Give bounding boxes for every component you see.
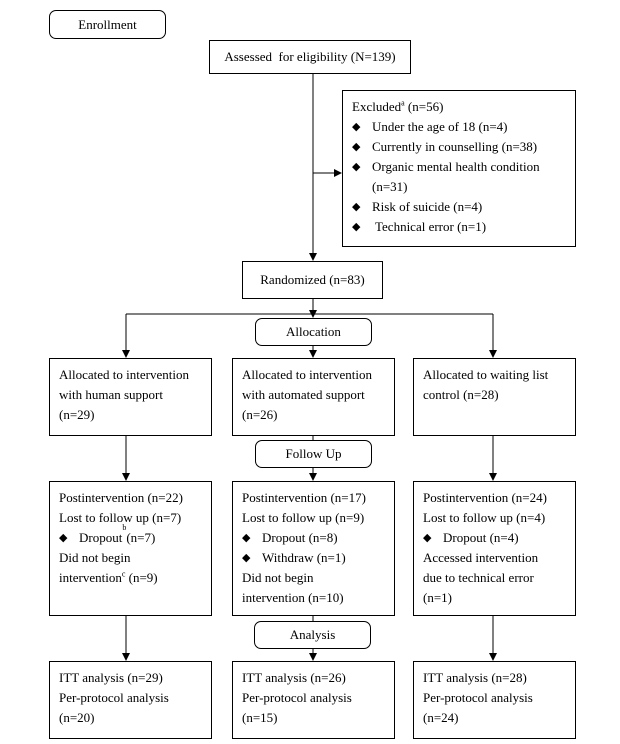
analysis-human-box: ITT analysis (n=29) Per-protocol analysi… bbox=[49, 661, 212, 739]
bullet-icon: ◆ bbox=[352, 161, 361, 173]
bullet-icon: ◆ bbox=[242, 552, 251, 564]
text-line: ITT analysis (n=29) bbox=[59, 670, 163, 685]
allocated-waiting-box: Allocated to waiting list control (n=28) bbox=[413, 358, 576, 436]
followup-automated-box: Postintervention (n=17) Lost to follow u… bbox=[232, 481, 395, 616]
text-line: control (n=28) bbox=[423, 387, 499, 402]
text-line: (n=29) bbox=[59, 407, 95, 422]
enrollment-text: Enrollment bbox=[78, 17, 137, 32]
text-line: Did not begin bbox=[242, 570, 314, 585]
allocated-automated-box: Allocated to intervention with automated… bbox=[232, 358, 395, 436]
text-line: (n=20) bbox=[59, 710, 95, 725]
excluded-item-age: ◆Under the age of 18 (n=4) bbox=[352, 117, 567, 137]
text-line: Postintervention (n=24) bbox=[423, 490, 547, 505]
text-line: Per-protocol analysis bbox=[242, 690, 352, 705]
text-line: (n=1) bbox=[423, 590, 452, 605]
text-line: Lost to follow up (n=7) bbox=[59, 510, 182, 525]
text-line: Allocated to intervention bbox=[59, 367, 189, 382]
allocated-human-box: Allocated to intervention with human sup… bbox=[49, 358, 212, 436]
bullet-icon: ◆ bbox=[352, 141, 361, 153]
text-line: ITT analysis (n=26) bbox=[242, 670, 346, 685]
bullet-icon: ◆ bbox=[352, 121, 361, 133]
withdraw-item: ◆Withdraw (n=1) bbox=[242, 548, 386, 568]
bullet-icon: ◆ bbox=[423, 532, 432, 544]
excluded-item-organic: ◆Organic mental health condition bbox=[352, 157, 567, 177]
text-line: Did not begin bbox=[59, 550, 131, 565]
text-line: Allocated to intervention bbox=[242, 367, 372, 382]
analysis-text: Analysis bbox=[289, 627, 336, 642]
text-line: Postintervention (n=22) bbox=[59, 490, 183, 505]
excluded-item-suicide: ◆Risk of suicide (n=4) bbox=[352, 197, 567, 217]
text-line: Allocated to waiting list bbox=[423, 367, 549, 382]
bullet-icon: ◆ bbox=[352, 221, 361, 233]
allocation-text: Allocation bbox=[286, 324, 341, 339]
text-line: due to technical error bbox=[423, 570, 534, 585]
bullet-icon: ◆ bbox=[242, 532, 251, 544]
text-line: Lost to follow up (n=4) bbox=[423, 510, 546, 525]
text-line: Postintervention (n=17) bbox=[242, 490, 366, 505]
excluded-title: Excludeda (n=56) bbox=[352, 98, 444, 114]
excluded-box: Excludeda (n=56) ◆Under the age of 18 (n… bbox=[342, 90, 576, 247]
excluded-item-organic-count: (n=31) bbox=[372, 179, 408, 194]
text-line: with human support bbox=[59, 387, 163, 402]
assessed-box: Assessed for eligibility (N=139) bbox=[209, 40, 411, 74]
text-line: Accessed intervention bbox=[423, 550, 539, 565]
bullet-icon: ◆ bbox=[352, 201, 361, 213]
assessed-text: Assessed for eligibility (N=139) bbox=[224, 49, 396, 64]
text-line: Per-protocol analysis bbox=[59, 690, 169, 705]
text-line: Per-protocol analysis bbox=[423, 690, 533, 705]
analysis-automated-box: ITT analysis (n=26) Per-protocol analysi… bbox=[232, 661, 395, 739]
dropout-item: ◆Dropout (n=8) bbox=[242, 528, 386, 548]
text-line: (n=26) bbox=[242, 407, 278, 422]
dropout-item: ◆Dropout (n=4) bbox=[423, 528, 567, 548]
bullet-icon: ◆ bbox=[59, 532, 68, 544]
text-line: ITT analysis (n=28) bbox=[423, 670, 527, 685]
text-line: with automated support bbox=[242, 387, 365, 402]
text-line: intervention (n=10) bbox=[242, 590, 344, 605]
excluded-item-counselling: ◆Currently in counselling (n=38) bbox=[352, 137, 567, 157]
followup-human-box: Postintervention (n=22) Lost to follow u… bbox=[49, 481, 212, 616]
follow-up-text: Follow Up bbox=[285, 446, 342, 461]
followup-waiting-box: Postintervention (n=24) Lost to follow u… bbox=[413, 481, 576, 616]
analysis-label: Analysis bbox=[254, 621, 371, 649]
randomized-box: Randomized (n=83) bbox=[242, 261, 383, 299]
enrollment-label: Enrollment bbox=[49, 10, 166, 39]
text-line: Lost to follow up (n=9) bbox=[242, 510, 365, 525]
analysis-waiting-box: ITT analysis (n=28) Per-protocol analysi… bbox=[413, 661, 576, 739]
allocation-label: Allocation bbox=[255, 318, 372, 346]
excluded-item-technical: ◆Technical error (n=1) bbox=[352, 217, 567, 237]
follow-up-label: Follow Up bbox=[255, 440, 372, 468]
text-line: (n=15) bbox=[242, 710, 278, 725]
randomized-text: Randomized (n=83) bbox=[260, 272, 365, 287]
text-line: (n=24) bbox=[423, 710, 459, 725]
text-line: interventionc (n=9) bbox=[59, 569, 158, 585]
